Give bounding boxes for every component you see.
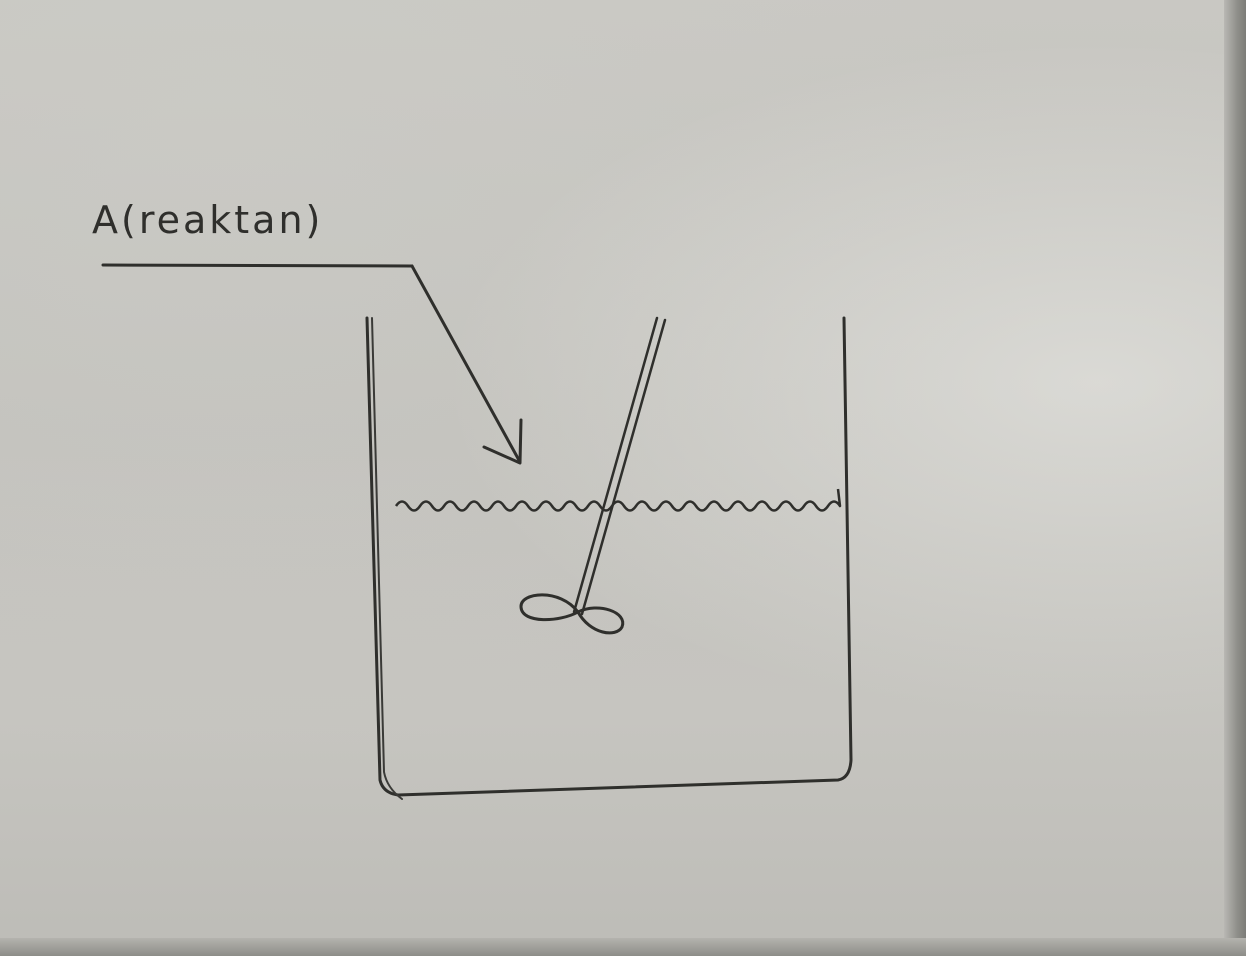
beaker [365, 316, 853, 800]
monitor-bezel-bottom [0, 938, 1246, 956]
stirrer-rod-edge [580, 318, 667, 616]
monitor-bezel-right [1224, 0, 1246, 956]
beaker-wall-inner [371, 317, 403, 800]
reactant-label: A(reaktan) [92, 198, 323, 242]
label-underline [101, 263, 414, 268]
stirrer [519, 316, 667, 635]
propeller-icon [519, 593, 625, 635]
arrow-head-icon [482, 418, 523, 465]
pointer-arrow [410, 264, 523, 465]
liquid-surface [394, 488, 842, 512]
beaker-wall [365, 316, 853, 797]
stirrer-rod [572, 316, 659, 614]
